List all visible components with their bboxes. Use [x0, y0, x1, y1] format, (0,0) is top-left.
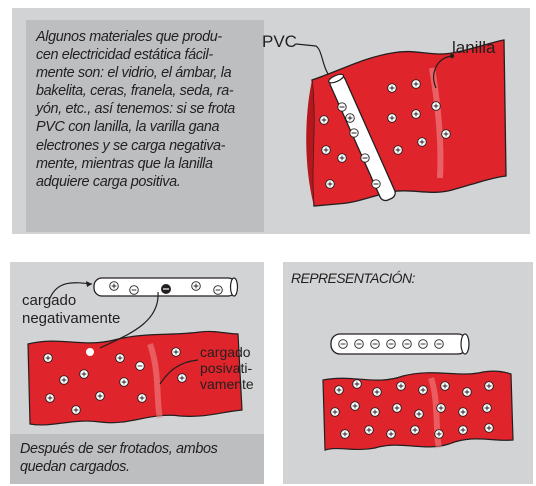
positive-charge-icon — [437, 404, 446, 413]
positive-charge-icon — [60, 376, 69, 385]
positive-charge-icon — [485, 424, 494, 433]
positive-charge-icon — [346, 114, 355, 123]
positive-charge-icon — [96, 392, 105, 401]
cloth-highlight — [86, 348, 94, 356]
negative-charge-icon — [161, 284, 171, 294]
negative-charge-icon — [355, 340, 364, 349]
negative-charge-icon — [371, 340, 380, 349]
negative-charge-icon — [130, 286, 139, 295]
pvc-leader-line — [296, 44, 328, 74]
positive-charge-icon — [459, 408, 468, 417]
positive-charge-icon — [335, 386, 344, 395]
negative-charge-icon — [214, 286, 223, 295]
positive-charge-icon — [442, 130, 451, 139]
positive-charge-icon — [365, 426, 374, 435]
positive-charge-icon — [441, 382, 450, 391]
positive-charge-icon — [388, 114, 397, 123]
positive-charge-icon — [432, 102, 441, 111]
positive-charge-icon — [393, 404, 402, 413]
positive-charge-icon — [373, 388, 382, 397]
positive-charge-icon — [463, 388, 472, 397]
positive-charge-icon — [326, 180, 335, 189]
positive-charge-icon — [80, 370, 89, 379]
positive-charge-icon — [172, 348, 181, 357]
positive-charge-icon — [338, 154, 347, 163]
positive-charge-icon — [46, 394, 55, 403]
positive-charge-icon — [138, 394, 147, 403]
positive-charge-icon — [110, 282, 119, 291]
positive-charge-icon — [44, 354, 53, 363]
positive-charge-icon — [412, 80, 421, 89]
lanilla-label: lanilla — [452, 38, 495, 58]
positive-charge-icon — [411, 426, 420, 435]
positive-charge-icon — [322, 146, 331, 155]
top-panel: Algunos materiales que produ- cen electr… — [12, 8, 530, 234]
positive-charge-icon — [397, 382, 406, 391]
positive-charge-icon — [116, 354, 125, 363]
positive-charge-icon — [418, 138, 427, 147]
positive-charge-icon — [331, 408, 340, 417]
positive-charge-icon — [388, 84, 397, 93]
positive-charge-icon — [394, 146, 403, 155]
positive-charge-icon — [459, 426, 468, 435]
caption-box: Después de ser frotados, ambos quedan ca… — [10, 434, 264, 484]
positive-charge-icon — [387, 430, 396, 439]
negative-charge-label: cargado negativamente — [22, 292, 120, 328]
positive-charge-icon — [419, 386, 428, 395]
positive-charge-icon — [120, 378, 129, 387]
positive-charge-icon — [371, 408, 380, 417]
pvc-label: PVC — [262, 32, 297, 52]
positive-charge-icon — [341, 430, 350, 439]
negative-charge-icon — [403, 340, 412, 349]
positive-charge-icon — [412, 110, 421, 119]
negative-charge-icon — [387, 340, 396, 349]
positive-charge-label: cargado posivati- vamente — [200, 344, 254, 392]
positive-charge-icon — [485, 382, 494, 391]
positive-charge-icon — [435, 430, 444, 439]
positive-charge-icon — [192, 282, 201, 291]
negative-charge-icon — [339, 340, 348, 349]
positive-charge-icon — [178, 374, 187, 383]
lanilla-cloth — [312, 40, 506, 206]
after-rubbing-panel: cargado negativamente cargado posivati- … — [10, 262, 264, 484]
positive-charge-icon — [483, 404, 492, 413]
positive-charge-icon — [351, 402, 360, 411]
negative-charge-icon — [435, 340, 444, 349]
representation-panel: REPRESENTACIÓN: — [283, 262, 533, 484]
caption-line: quedan cargados. — [20, 458, 254, 476]
representation-rod — [331, 334, 469, 354]
negative-charge-icon — [419, 340, 428, 349]
representation-illustration — [283, 262, 533, 484]
positive-charge-icon — [72, 406, 81, 415]
positive-charge-icon — [415, 410, 424, 419]
positive-charge-icon — [320, 116, 329, 125]
positive-charge-icon — [353, 380, 362, 389]
negative-charge-icon — [136, 362, 145, 371]
caption-line: Después de ser frotados, ambos — [20, 440, 254, 458]
